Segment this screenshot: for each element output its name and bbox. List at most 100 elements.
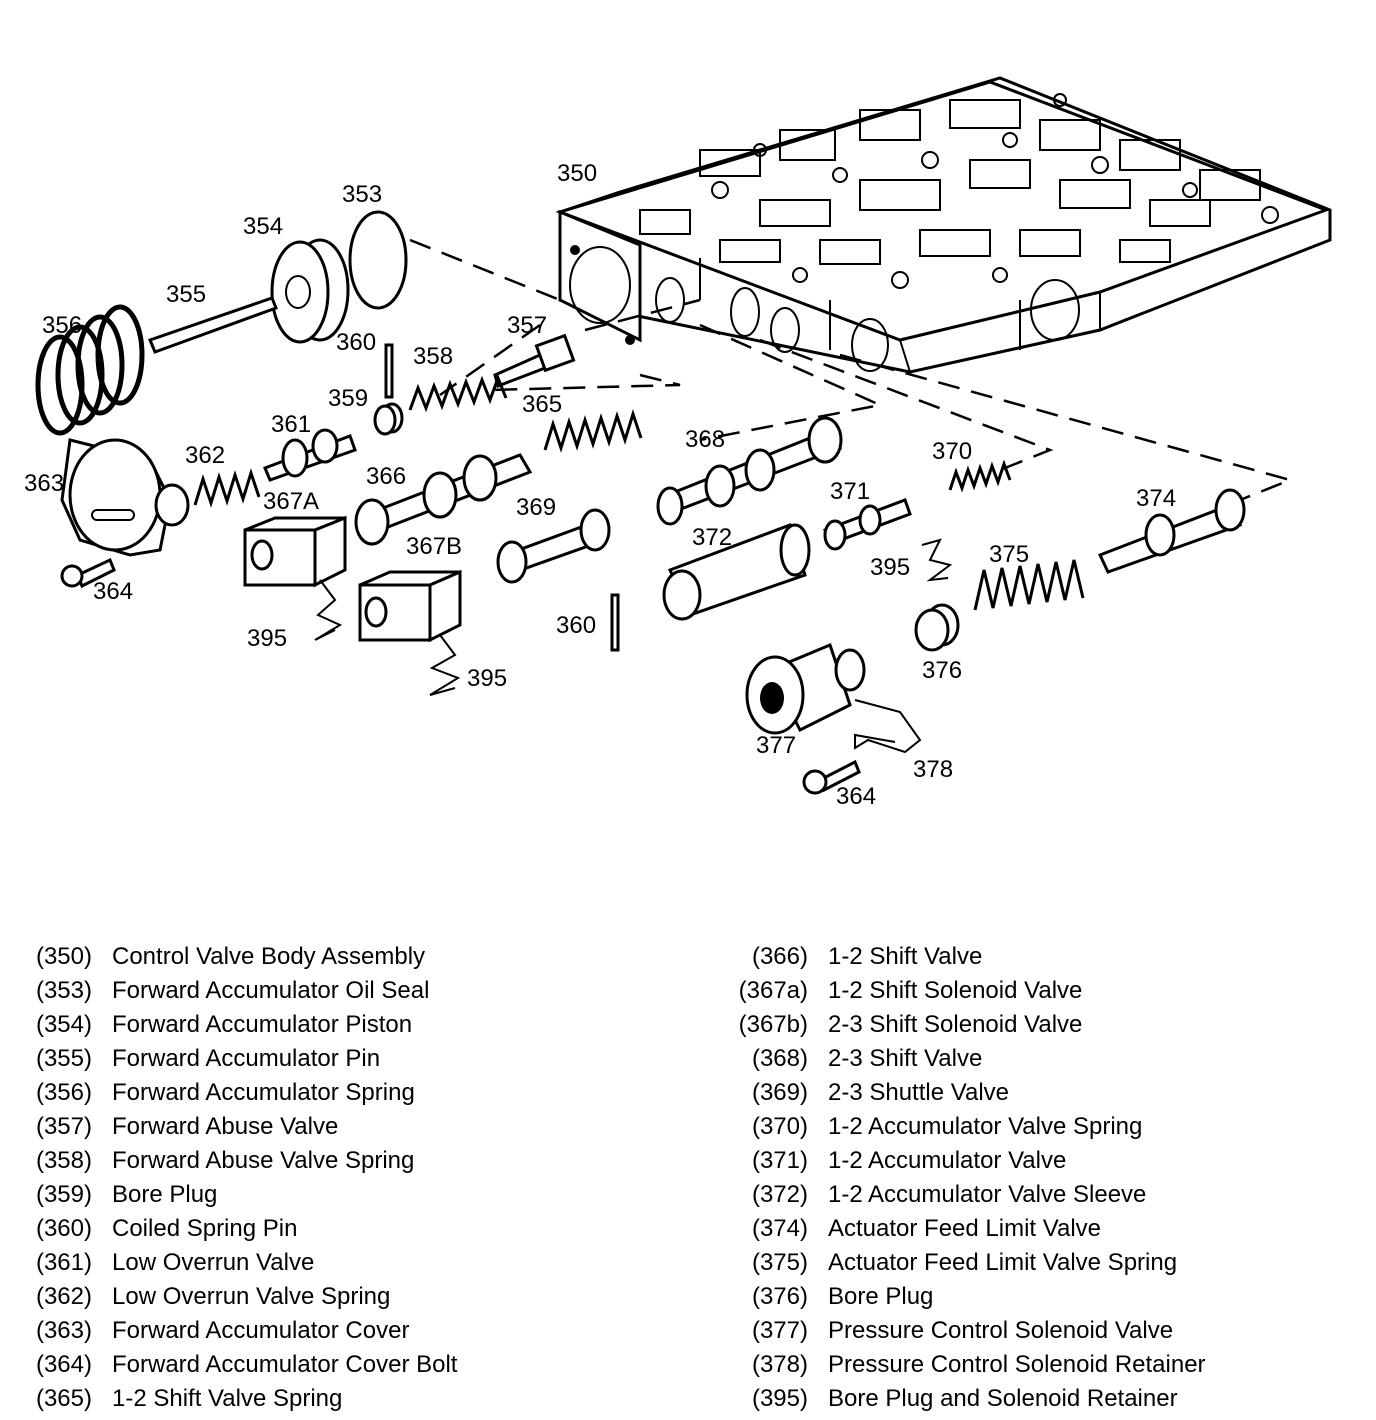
legend-item-description: 1-2 Accumulator Valve [828,1147,1067,1174]
part-364-bolt-b [802,759,861,795]
callout-363: 363 [24,470,64,497]
legend-item: (360)Coiled Spring Pin [26,1212,457,1246]
legend-item-description: 1-2 Shift Valve Spring [112,1385,343,1412]
part-378-retainer [854,699,922,754]
legend-item-number: (353) [35,977,92,1004]
legend-item-description: Forward Accumulator Spring [112,1079,415,1106]
legend-item-number: (355) [35,1045,92,1072]
legend-item-number: (369) [751,1079,808,1106]
legend-item: (353) Forward Accumulator Oil Seal [26,974,457,1008]
callout-353: 353 [342,181,382,208]
callout-367B: 367B [406,533,462,560]
legend-item: (359)Bore Plug [26,1178,457,1212]
part-357-abuse-valve [493,333,576,388]
legend-right-column: (366) 1-2 Shift Valve (367a)1-2 Shift Sole… [726,940,1206,1416]
part-363-cover [60,438,190,557]
callout-395: 395 [467,665,507,692]
callout-377: 377 [756,732,796,759]
callout-372: 372 [692,524,732,551]
legend-item: (354)Forward Accumulator Piston [26,1008,457,1042]
legend-item-description: Forward Accumulator Pin [112,1045,381,1072]
callout-368: 368 [685,426,725,453]
legend-item-description: Control Valve Body Assembly [112,943,426,970]
legend-item-number: (375) [751,1249,808,1276]
legend-item-number: (372) [751,1181,808,1208]
legend-item-description: 2-3 Shuttle Valve [828,1079,1009,1106]
legend-item-number: (367b) [738,1011,808,1038]
part-395-clip-b [429,634,461,696]
legend-item-description: 1-2 Accumulator Valve Sleeve [828,1181,1147,1208]
part-368-shift-valve [656,416,843,526]
legend-item-number: (356) [35,1079,92,1106]
legend-item: (378)Pressure Control Solenoid Retainer [726,1348,1206,1382]
legend-item-description: Forward Abuse Valve [112,1113,339,1140]
legend-item-description: Pressure Control Solenoid Retainer [828,1351,1206,1378]
legend-item: (357)Forward Abuse Valve [26,1110,457,1144]
part-364-bolt-a [60,557,116,589]
legend-item: (377)Pressure Control Solenoid Valve [726,1314,1206,1348]
part-361-low-overrun-valve [263,428,357,482]
legend-item: (367b)2-3 Shift Solenoid Valve [726,1008,1206,1042]
legend-item-description: 1-2 Shift Valve [828,943,983,970]
part-353-oil-seal [348,210,408,310]
part-359-bore-plug [373,402,404,436]
legend-item-number: (360) [35,1215,92,1242]
legend-item-description: Low Overrun Valve [112,1249,315,1276]
legend-item-number: (376) [751,1283,808,1310]
part-371-accumulator-valve [823,498,912,551]
part-354-piston [270,238,350,344]
legend-item-description: Bore Plug and Solenoid Retainer [828,1385,1178,1412]
legend-item: (369) 2-3 Shuttle Valve [726,1076,1206,1110]
callout-365: 365 [522,391,562,418]
legend-item-description: Forward Accumulator Oil Seal [112,977,430,1004]
legend-item-description: Pressure Control Solenoid Valve [828,1317,1174,1344]
callout-370: 370 [932,438,972,465]
callout-357: 357 [507,312,547,339]
legend-item-number: (366) [751,943,808,970]
part-367A-solenoid [243,515,347,588]
callout-350: 350 [557,160,597,187]
callout-376: 376 [922,657,962,684]
legend-item: (361)Low Overrun Valve [26,1246,457,1280]
legend-item: (364)Forward Accumulator Cover Bolt [26,1348,458,1382]
part-356-spring [35,304,145,436]
legend-item: (367a)1-2 Shift Solenoid Valve [726,974,1206,1008]
callout-374: 374 [1136,485,1176,512]
part-358-spring [408,373,508,413]
legend-item-number: (363) [35,1317,92,1344]
part-362-spring [193,468,261,508]
callout-364: 364 [93,578,133,605]
legend-item: (374) Actuator Feed Limit Valve [726,1212,1206,1246]
callout-labels: 350 353 354 355 356 357 360 358 359 365 … [24,160,1176,810]
legend-item-description: Forward Accumulator Piston [112,1011,413,1038]
part-350-control-valve-body [555,76,1332,374]
legend-item-description: Bore Plug [112,1181,218,1208]
legend-item: (372) 1-2 Accumulator Valve Sleeve [726,1178,1206,1212]
legend-item: (370)1-2 Accumulator Valve Spring [726,1110,1206,1144]
callout-369: 369 [516,494,556,521]
callout-371: 371 [830,478,870,505]
callout-364: 364 [836,783,876,810]
callout-395: 395 [247,625,287,652]
legend-item-description: Forward Accumulator Cover Bolt [112,1351,458,1378]
part-374-feed-limit-valve [1097,488,1246,574]
legend-item: (363) Forward Accumulator Cover [26,1314,457,1348]
legend-item-description: Forward Accumulator Cover [112,1317,410,1344]
legend-item-description: Actuator Feed Limit Valve [828,1215,1102,1242]
legend-item-number: (365) [35,1385,92,1412]
callout-378: 378 [913,756,953,783]
part-365-spring [543,409,643,453]
callout-355: 355 [166,281,206,308]
part-355-pin [148,296,278,354]
callout-356: 356 [42,312,82,339]
legend-item: (371)1-2 Accumulator Valve [726,1144,1206,1178]
legend-item-number: (370) [751,1113,808,1140]
legend-item: (358)Forward Abuse Valve Spring [26,1144,457,1178]
exploded-parts-diagram: 350 353 354 355 356 357 360 358 359 365 … [24,76,1332,810]
part-360-pin-b [610,593,620,652]
legend-item-description: 1-2 Shift Solenoid Valve [828,977,1083,1004]
legend-item-number: (374) [751,1215,808,1242]
legend-item: (375)Actuator Feed Limit Valve Spring [726,1246,1206,1280]
legend-item-description: Forward Abuse Valve Spring [112,1147,415,1174]
legend-item: (350)Control Valve Body Assembly [26,940,457,974]
